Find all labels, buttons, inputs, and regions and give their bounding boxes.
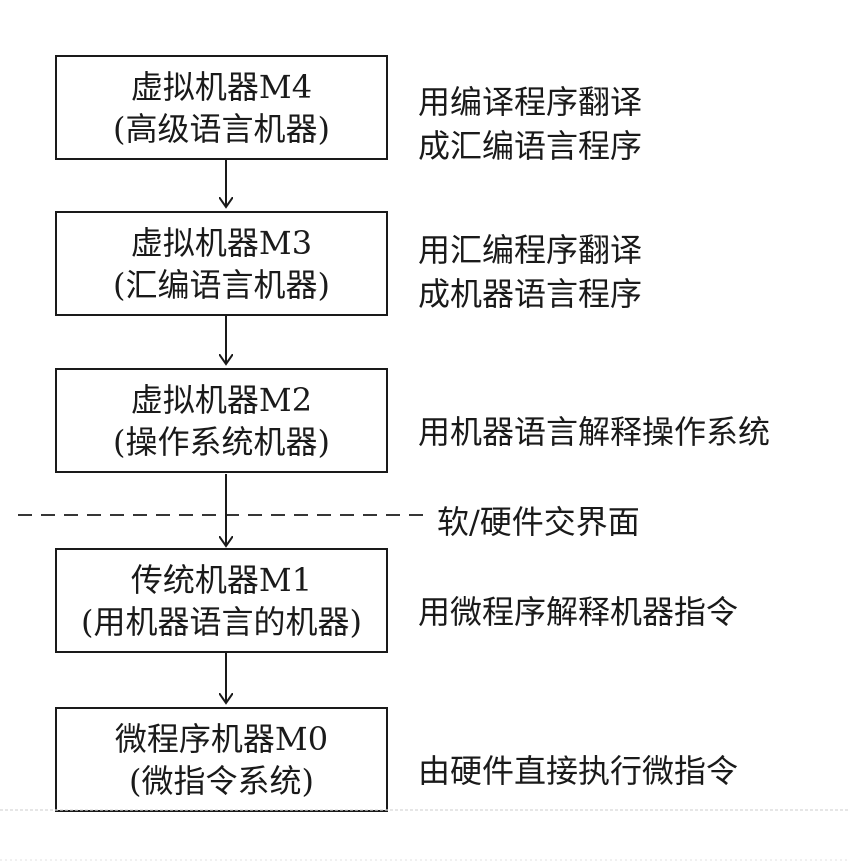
description-line: 用汇编程序翻译 [418,231,643,269]
description-line: 由硬件直接执行微指令 [418,752,739,790]
level-subtitle: (高级语言机器) [113,109,330,148]
software-hardware-interface-label: 软/硬件交界面 [437,500,644,544]
level-subtitle: (操作系统机器) [113,422,330,461]
description-line: 成机器语言程序 [418,275,643,313]
level-subtitle: (汇编语言机器) [113,265,330,304]
level-title: 传统机器M1 [130,560,313,599]
level-title: 微程序机器M0 [114,719,329,758]
level-subtitle: (微指令系统) [129,761,314,800]
level-description-m4: 用编译程序翻译 成汇编语言程序 [418,80,642,168]
scan-artifact-decoration [0,809,850,861]
level-box-m3: 虚拟机器M3 (汇编语言机器) [55,211,388,316]
level-description-m3: 用汇编程序翻译 成机器语言程序 [418,228,642,316]
description-line: 成汇编语言程序 [418,127,643,165]
level-box-m4: 虚拟机器M4 (高级语言机器) [55,55,388,160]
level-box-m0: 微程序机器M0 (微指令系统) [55,707,388,812]
description-line: 用编译程序翻译 [418,83,643,121]
level-title: 虚拟机器M3 [130,223,313,262]
description-line: 用机器语言解释操作系统 [418,413,771,451]
level-description-m2: 用机器语言解释操作系统 [418,410,770,454]
level-box-m2: 虚拟机器M2 (操作系统机器) [55,368,388,473]
level-title: 虚拟机器M4 [130,67,313,106]
level-description-m1: 用微程序解释机器指令 [418,590,738,634]
level-subtitle: (用机器语言的机器) [81,602,362,641]
level-box-m1: 传统机器M1 (用机器语言的机器) [55,548,388,653]
level-title: 虚拟机器M2 [130,380,313,419]
description-line: 用微程序解释机器指令 [418,593,739,631]
level-description-m0: 由硬件直接执行微指令 [418,749,738,793]
